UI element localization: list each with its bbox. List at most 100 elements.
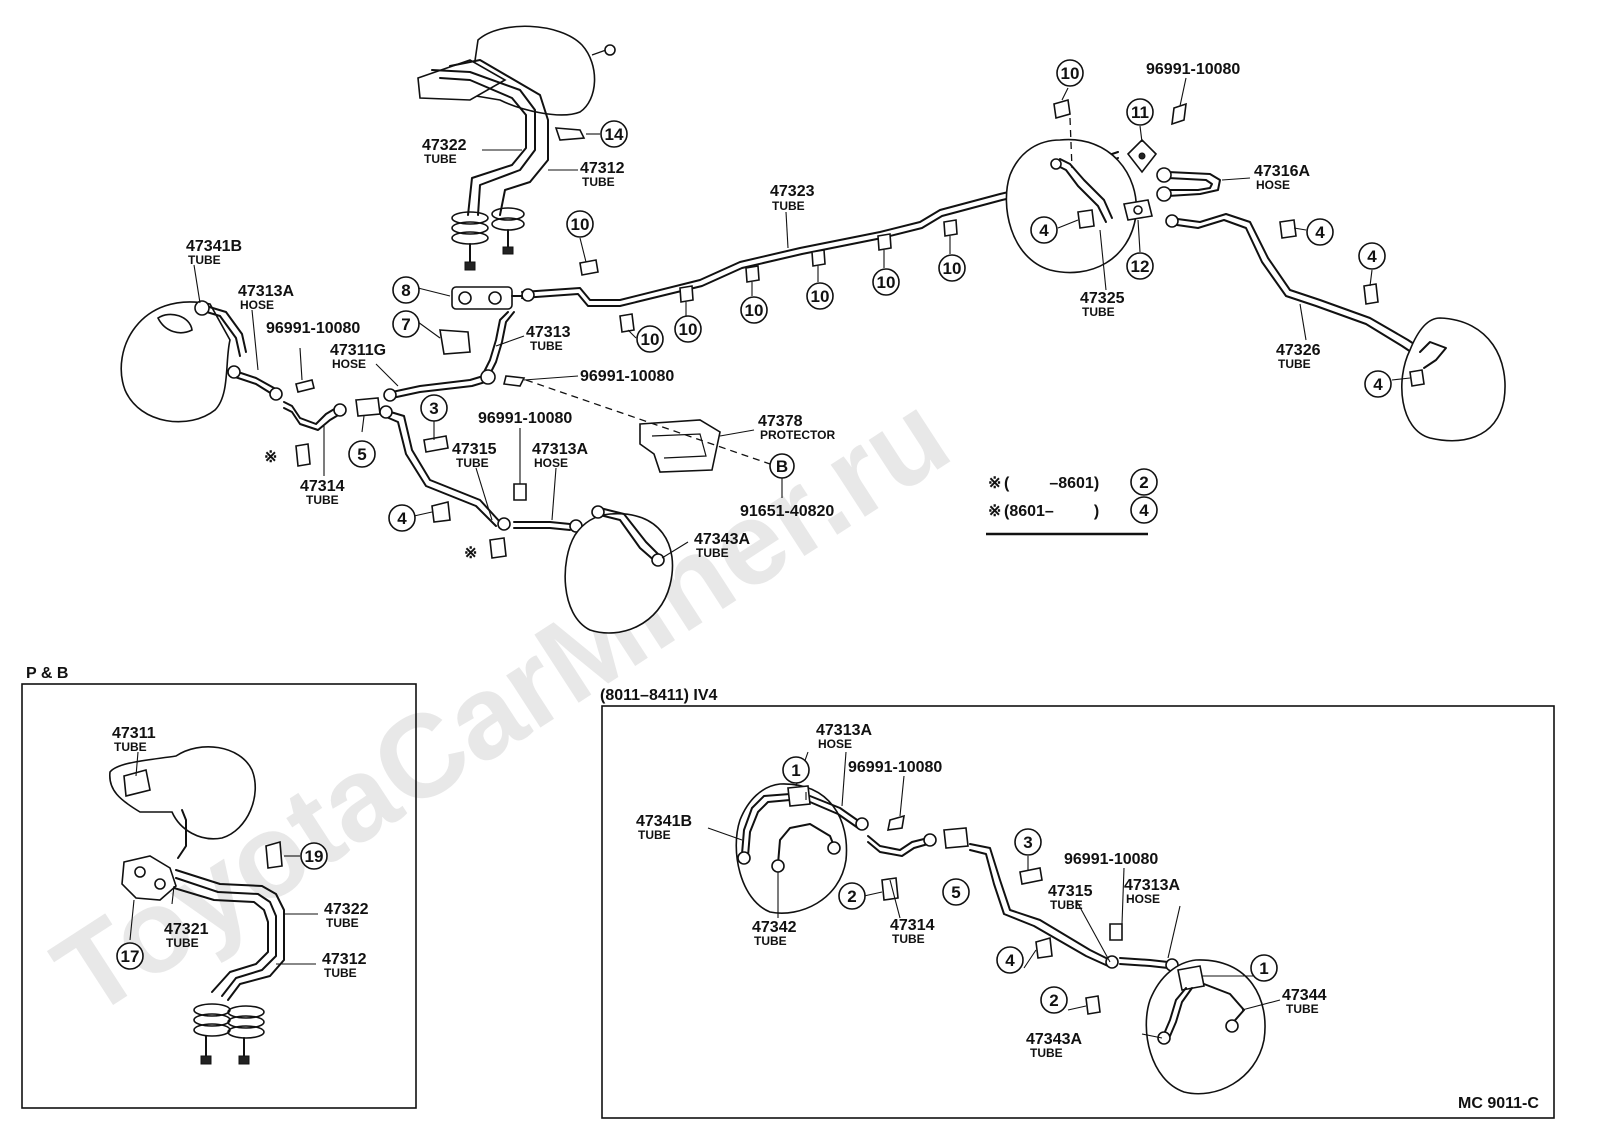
iv4-label-47313a-2-sub: HOSE: [1126, 892, 1160, 906]
bracket-4-left: [431, 501, 451, 523]
legend: ※ ( –8601) 2 ※ (8601– ) 4: [986, 468, 1158, 536]
svg-text:4: 4: [1315, 223, 1325, 242]
label-47378-sub: PROTECTOR: [760, 428, 835, 442]
clip-96991-rear: [1171, 102, 1187, 126]
iv4-callout-2a: 2: [838, 882, 866, 910]
svg-text:5: 5: [951, 883, 960, 902]
iv4-callout-3: 3: [1014, 828, 1042, 856]
svg-text:10: 10: [745, 301, 764, 320]
svg-text:B: B: [776, 457, 788, 476]
svg-text:7: 7: [401, 315, 410, 334]
label-47325-sub: TUBE: [1082, 305, 1115, 319]
hose-47311g: [383, 369, 496, 402]
label-47316a-sub: HOSE: [1256, 178, 1290, 192]
legend-ref-1: 2: [1139, 473, 1148, 492]
bracket-4-rear-a: [1077, 209, 1095, 229]
callout-4c: 4: [1358, 242, 1386, 270]
label-47326-sub: TUBE: [1278, 357, 1311, 371]
iv4-callout-4: 4: [996, 946, 1024, 974]
svg-text:8: 8: [401, 281, 410, 300]
label-47378: 47378: [758, 413, 803, 430]
tube-47315: [379, 405, 583, 533]
svg-text:11: 11: [1131, 103, 1149, 122]
bracket-5: [355, 397, 381, 417]
bracket-star-lower: [489, 537, 507, 559]
callout-19: 19: [300, 842, 328, 870]
legend-symbol-1: ※: [988, 475, 1001, 492]
iv4-label-47313a-sub: HOSE: [818, 737, 852, 751]
label-47322-sub: TUBE: [424, 152, 457, 166]
svg-text:2: 2: [847, 887, 856, 906]
protector-47378: [639, 419, 721, 473]
inset-label-47321-sub: TUBE: [166, 936, 199, 950]
inset-pb-title: P & B: [26, 665, 68, 682]
label-47326: 47326: [1276, 342, 1321, 359]
label-47325: 47325: [1080, 290, 1125, 307]
svg-text:4: 4: [1005, 951, 1015, 970]
label-47313-sub: TUBE: [530, 339, 563, 353]
label-47341b: 47341B: [186, 238, 242, 255]
callout-12: 12: [1126, 252, 1154, 280]
label-47313a-sub: HOSE: [240, 298, 274, 312]
tube-47313: [483, 311, 515, 375]
label-47323: 47323: [770, 183, 815, 200]
svg-text:10: 10: [877, 273, 896, 292]
main-line-clips: [579, 219, 958, 333]
iv4-label-47313a: 47313A: [816, 722, 872, 739]
callout-10g: 10: [938, 254, 966, 282]
label-47313a: 47313A: [238, 283, 294, 300]
label-47314: 47314: [300, 478, 345, 495]
svg-text:4: 4: [397, 509, 407, 528]
star-mark-left: ※: [264, 449, 277, 466]
callout-4a: 4: [1030, 216, 1058, 244]
label-91651: 91651-40820: [740, 503, 834, 520]
callout-B: B: [769, 453, 795, 479]
legend-range-1: ( –8601): [1004, 475, 1099, 492]
svg-text:10: 10: [571, 215, 590, 234]
svg-text:3: 3: [429, 399, 438, 418]
dash-clip10-rear: [1069, 117, 1073, 169]
iv4-label-47343a: 47343A: [1026, 1031, 1082, 1048]
inset-pb: P & B 47311 TUBE 47322 TUBE 47321 TUBE: [21, 665, 417, 1109]
bracket-4-rear-d: [1409, 369, 1425, 387]
label-47343a: 47343A: [694, 531, 750, 548]
callout-10b: 10: [636, 325, 664, 353]
iv4-label-47314: 47314: [890, 917, 935, 934]
iv4-callout-1a: 1: [782, 756, 810, 784]
label-47315: 47315: [452, 441, 497, 458]
clip-14: [554, 127, 600, 141]
bracket-star-left: [295, 443, 311, 467]
proportioning-valve: [451, 286, 523, 310]
iv4-label-96991-a: 96991-10080: [848, 759, 942, 776]
front-left-wheel: [120, 300, 347, 431]
callout-4d: 4: [1364, 370, 1392, 398]
legend-ref-2: 4: [1139, 501, 1149, 520]
iv4-label-47341b: 47341B: [636, 813, 692, 830]
bracket-11: [1126, 138, 1158, 174]
inset-iv4-title: (8011–8411) IV4: [600, 687, 718, 704]
inset-label-47311: 47311: [112, 725, 156, 742]
svg-text:10: 10: [679, 320, 698, 339]
callout-5: 5: [348, 440, 376, 468]
iv4-callout-2b: 2: [1040, 986, 1068, 1014]
star-mark-lower: ※: [464, 545, 477, 562]
legend-symbol-2: ※: [988, 503, 1001, 520]
iv4-label-47344-sub: TUBE: [1286, 1002, 1319, 1016]
svg-text:14: 14: [605, 125, 624, 144]
iv4-label-47343a-sub: TUBE: [1030, 1046, 1063, 1060]
label-47315-sub: TUBE: [456, 456, 489, 470]
label-47323-sub: TUBE: [772, 199, 805, 213]
label-47311g: 47311G: [330, 342, 386, 359]
tee-12: [1123, 199, 1153, 221]
svg-text:4: 4: [1367, 247, 1377, 266]
iv4-label-47315-sub: TUBE: [1050, 898, 1083, 912]
iv4-callout-5: 5: [942, 878, 970, 906]
svg-text:4: 4: [1039, 221, 1049, 240]
callout-7: 7: [392, 310, 420, 338]
bracket-4-rear-c: [1363, 283, 1379, 305]
callout-10a: 10: [566, 210, 594, 238]
label-47313a-lower: 47313A: [532, 441, 588, 458]
label-47341b-sub: TUBE: [188, 253, 221, 267]
label-47312: 47312: [580, 160, 625, 177]
